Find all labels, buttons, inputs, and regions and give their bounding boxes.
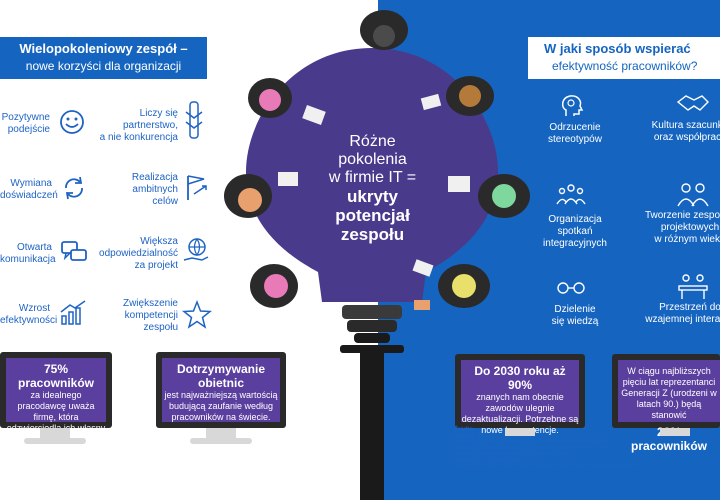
group-meeting-icon [556, 184, 586, 205]
chat-bubbles-icon [61, 241, 87, 261]
benefit-team-competences: Zwiększenie kompetencji zespołu [122, 298, 178, 333]
right-header-title: W jaki sposób wspierać [544, 41, 691, 56]
bulb-text: Różne pokolenia w firmie IT = ukryty pot… [305, 133, 440, 244]
monitor-2-body: jest najważniejszą wartością budującą za… [164, 390, 278, 422]
bulb-line-2: pokolenia [338, 151, 407, 168]
monitor-2-headline: Dotrzymywanie obietnic [176, 362, 266, 390]
monitor-3-headline: Do 2030 roku aż 90% [474, 364, 566, 392]
growth-chart-icon [60, 300, 86, 325]
bulb-line-1: Różne [349, 133, 396, 150]
monitor-screen-4: W ciągu najbliższych pięciu lat reprezen… [612, 354, 720, 453]
benefit-ambitious-goals: Realizacja ambitnych celów [131, 172, 178, 207]
source-line: Raport EY "Globalne pokolenie 3.0. Badan… [454, 445, 612, 451]
left-header-title: Wielopokoleniowy zespół – [19, 41, 188, 56]
support-interaction-space: Przestrzeń do wzajemnej interakcji [645, 302, 720, 325]
bulb-line-4: ukryty [346, 187, 399, 206]
monitor-stand-4 [660, 428, 690, 436]
benefit-experience-exchange: Wymiana doświadczeń [0, 178, 58, 201]
lightbulb-table-illustration [224, 10, 530, 500]
support-knowledge-sharing: Dzielenie się wiedzą [551, 304, 599, 327]
right-header-subtitle: efektywność pracowników? [552, 59, 698, 73]
support-reject-stereotypes: Odrzucenie stereotypów [548, 122, 602, 145]
monitor-stand-1 [40, 428, 70, 438]
benefit-project-responsibility: Większa odpowiedzialność za projekt [99, 236, 178, 271]
bulb-line-5: potencjał [335, 206, 410, 225]
source-line: http://startim.pl/rejoberty/liczy-badani… [454, 463, 646, 469]
monitor-stand-3 [505, 428, 535, 436]
benefit-partnership: Liczy się partnerstwo, a nie konkurencja [99, 108, 178, 143]
globe-hand-icon [183, 238, 209, 261]
knowledge-sharing-icon [557, 282, 585, 294]
exchange-arrows-icon [65, 176, 83, 200]
interaction-space-icon [678, 274, 708, 299]
star-icon [182, 300, 212, 329]
benefit-open-communication: Otwarta komunikacja [0, 242, 56, 265]
monitor-screen-2: Dotrzymywanie obietnic jest najważniejsz… [156, 352, 286, 428]
source-line: Badanie firmy Universum Global [454, 457, 526, 463]
smiley-icon [60, 110, 84, 134]
support-project-teams: Tworzenie zespołów projektowych w różnym… [644, 210, 720, 245]
handshake-respect-icon [676, 95, 709, 111]
goal-flag-icon [187, 175, 207, 200]
monitor-4-body: W ciągu najbliższych pięciu lat reprezen… [621, 366, 717, 420]
bulb-line-6: zespołu [340, 225, 405, 244]
monitor-screen-1: 75% pracowników za idealnego pracodawcę … [0, 352, 112, 444]
source-title: Źródło: [454, 427, 475, 433]
monitor-stand-2 [206, 428, 236, 438]
support-integration-meetings: Organizacja spotkań integracyjnych [543, 214, 607, 249]
benefit-positive-attitude: Pozytywne podejście [1, 112, 50, 135]
right-header: W jaki sposób wspierać efektywność praco… [528, 37, 720, 79]
bulb-line-3: w firmie IT = [328, 169, 417, 186]
benefit-efficiency-growth: Wzrost efektywności [0, 303, 58, 326]
support-respect-culture: Kultura szacunku oraz współpracy [651, 120, 720, 143]
source-notes: Źródło: Materiały własne Raport PwC "War… [454, 427, 720, 469]
source-line: Raport PwC "Wartości w firmie – potencja… [454, 439, 606, 445]
left-header-subtitle: nowe korzyści dla organizacji [25, 59, 182, 73]
monitor-screen-3: Do 2030 roku aż 90% znanych nam obecnie … [455, 354, 585, 435]
handshake-icon [185, 101, 203, 139]
left-header: Wielopokoleniowy zespół – nowe korzyści … [0, 37, 207, 79]
project-team-icon [677, 183, 709, 207]
monitor-base-2 [190, 438, 252, 444]
monitor-base-1 [24, 438, 86, 444]
source-line: Badanie "Benefity pozapłacowe" ARC Rynek… [454, 451, 572, 457]
source-line: Materiały własne [454, 433, 492, 439]
monitor-1-headline: 75% pracowników [17, 362, 94, 390]
head-idea-icon [561, 95, 584, 116]
